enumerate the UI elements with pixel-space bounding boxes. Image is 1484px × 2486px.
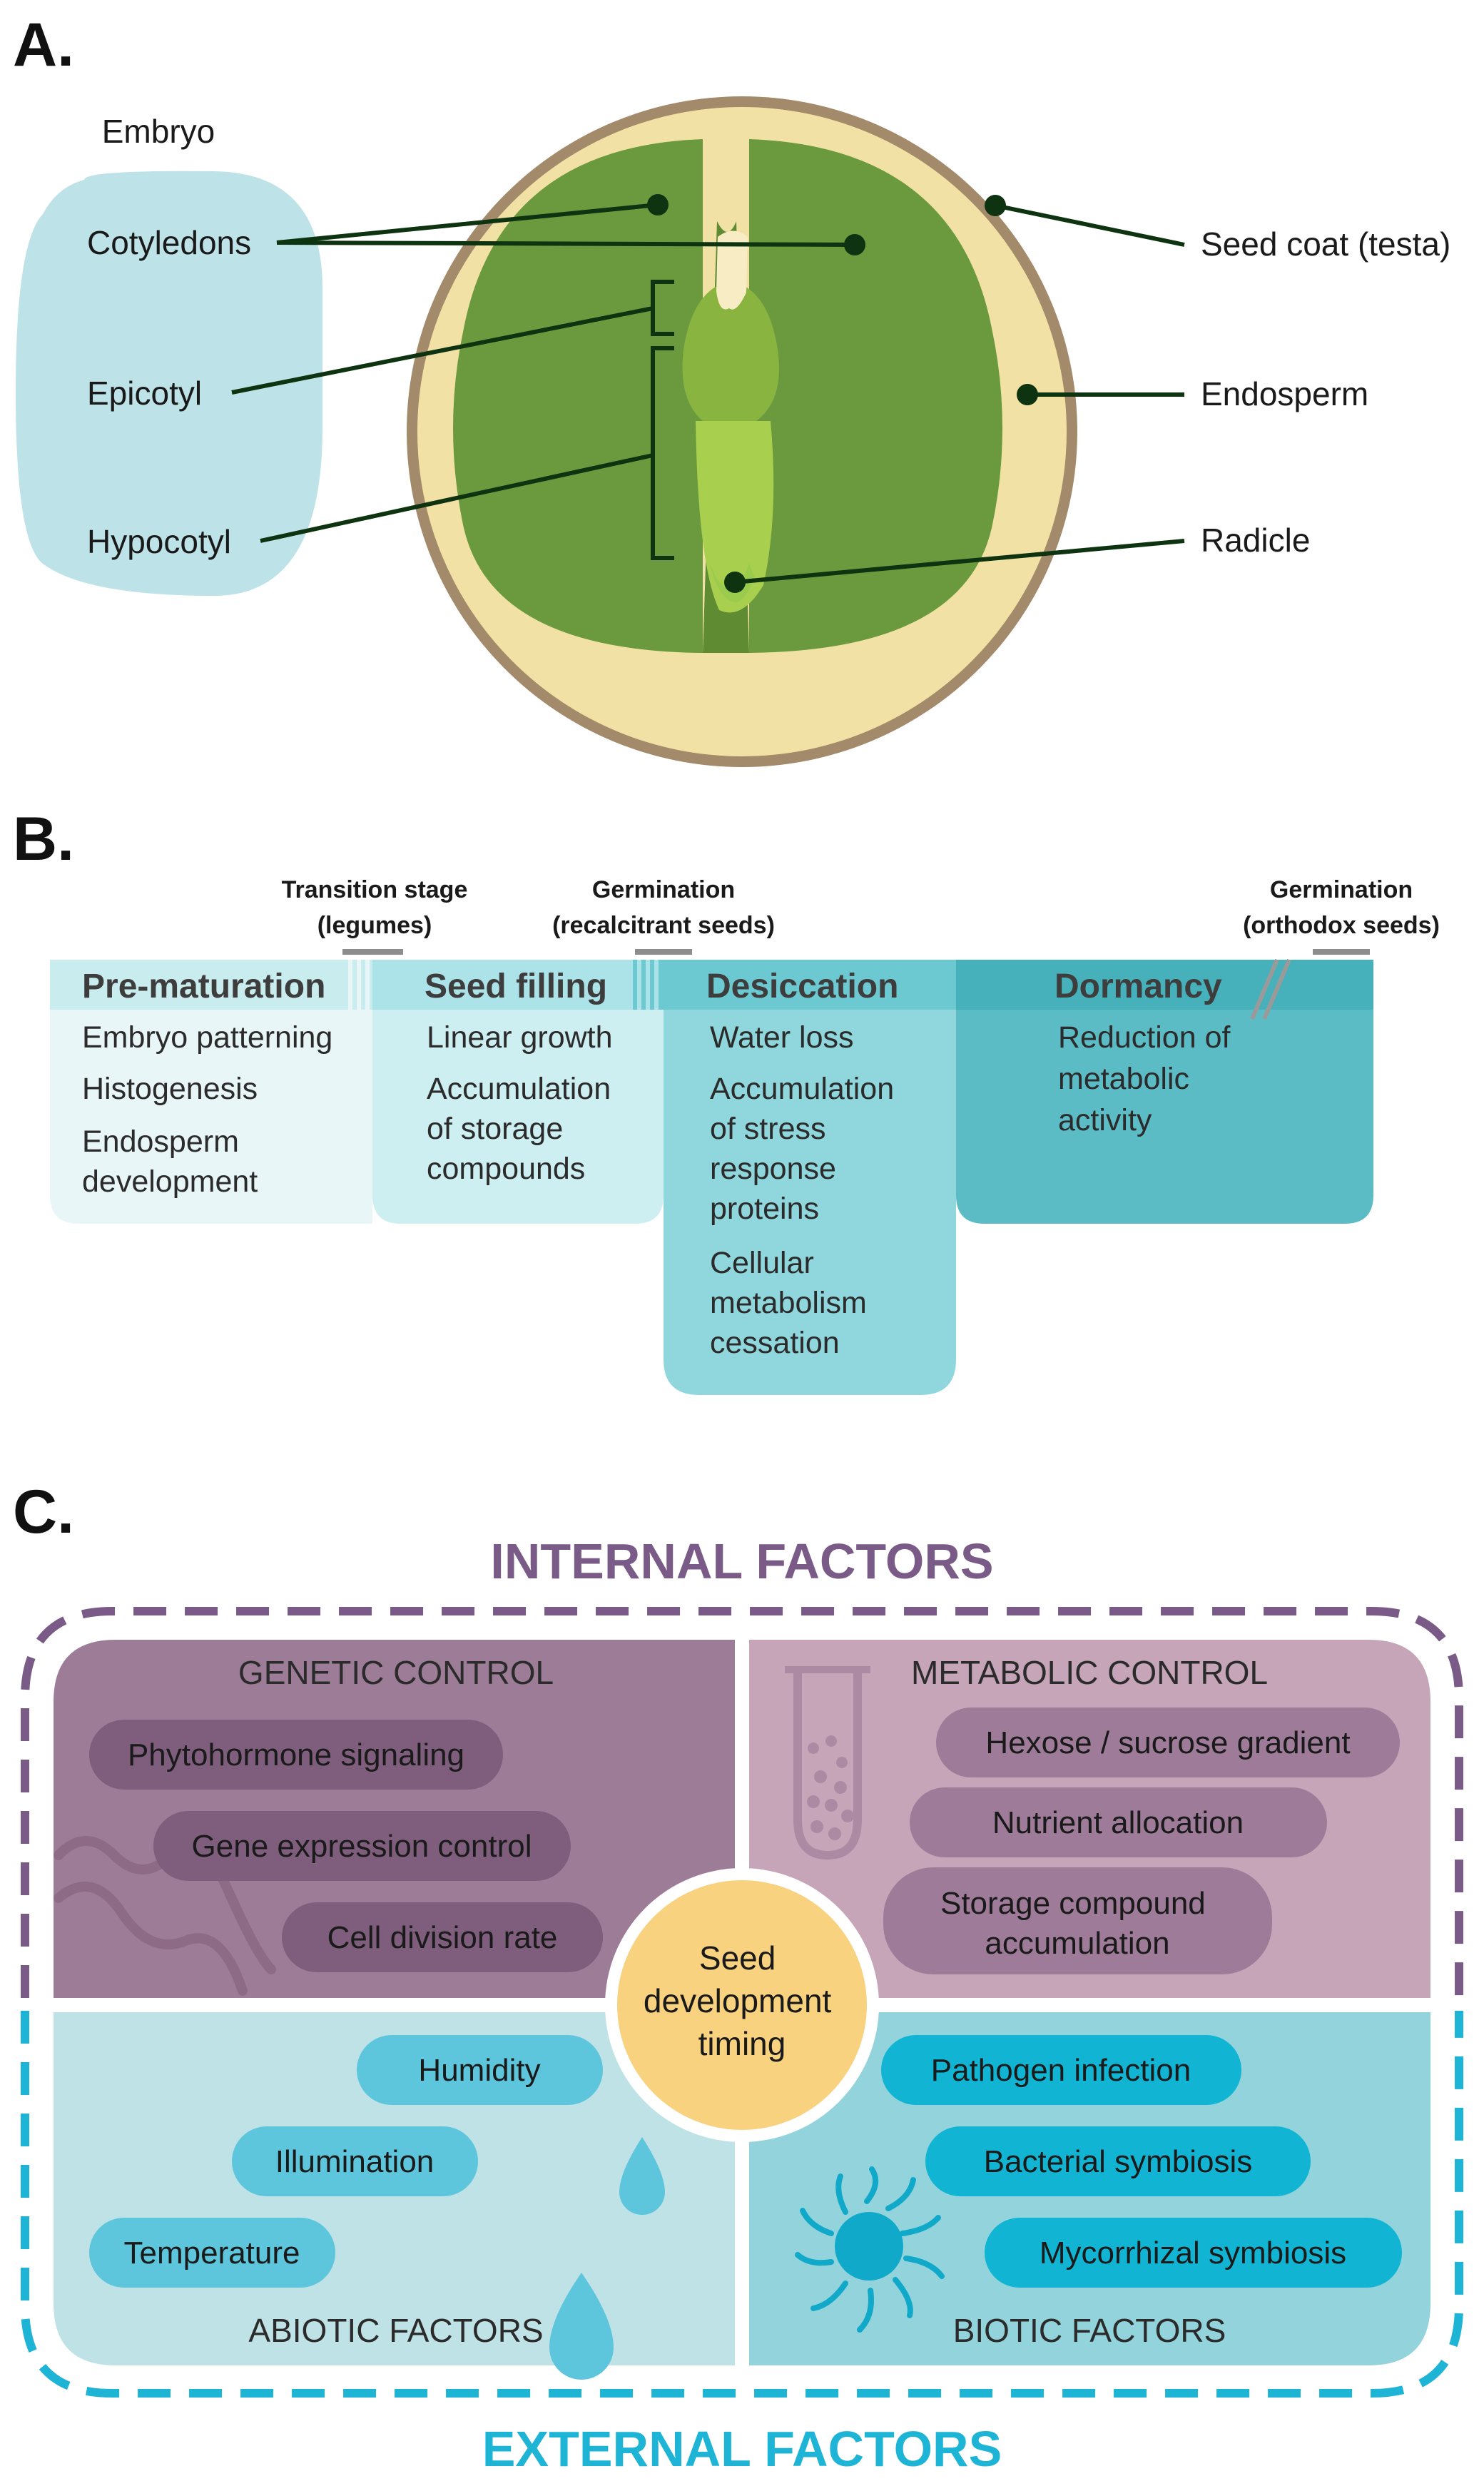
panel-a: A. Embryo	[13, 11, 1450, 767]
desiccation-item-3: Cellular metabolism cessation	[710, 1246, 875, 1360]
desiccation-item-1: Water loss	[710, 1020, 854, 1055]
external-factors-title: EXTERNAL FACTORS	[482, 2421, 1002, 2477]
test-tube-icon	[785, 1666, 870, 1860]
left-cotyledon	[453, 139, 703, 653]
filling-item-1: Linear growth	[427, 1020, 613, 1055]
epicotyl-leader	[231, 306, 654, 395]
cotyledons-label: Cotyledons	[87, 224, 251, 261]
transition-annotation-line1: Transition stage	[282, 876, 468, 903]
premat-item-1: Embryo patterning	[82, 1020, 332, 1055]
cotyledon-dot-b	[844, 234, 865, 255]
orthodox-break-icon	[1250, 958, 1291, 1020]
genetic-pills	[89, 1720, 603, 1972]
panel-b: B. Transition stage (legumes) Germinatio…	[13, 805, 1440, 1395]
transition-annotation-line2: (legumes)	[317, 912, 432, 939]
hypocotyl-label: Hypocotyl	[87, 523, 231, 560]
endosperm-label: Endosperm	[1201, 375, 1368, 412]
desiccation-title: Desiccation	[706, 968, 898, 1005]
abiotic-title: ABIOTIC FACTORS	[248, 2312, 543, 2349]
large-drop-icon	[549, 2273, 614, 2380]
desiccation-item-2: Accumulation of stress response proteins	[710, 1072, 903, 1226]
right-cotyledon	[749, 139, 1002, 653]
external-dashed-frame	[21, 2011, 1463, 2398]
epicotyl-label: Epicotyl	[87, 375, 202, 412]
internal-dashed-frame	[21, 1607, 1463, 1998]
seed-coat-leader	[995, 203, 1185, 247]
recalcitrant-stripes	[633, 960, 664, 1010]
radicle-tip	[710, 564, 755, 602]
genetic-item-1: Phytohormone signaling	[128, 1737, 464, 1772]
hypocotyl-bracket	[651, 346, 674, 560]
cotyledon-leader-b	[276, 240, 855, 247]
filling-item-2: Accumulation of storage compounds	[427, 1072, 619, 1186]
abiotic-pills	[89, 2035, 603, 2288]
panel-b-letter: B.	[13, 805, 74, 873]
center-label: Seed development timing	[644, 1939, 840, 2062]
seed-coat-dot	[985, 195, 1006, 216]
genetic-item-3: Cell division rate	[327, 1920, 558, 1955]
biotic-item-2: Bacterial symbiosis	[984, 2144, 1253, 2179]
premat-item-2: Histogenesis	[82, 1072, 258, 1106]
cotyledon-leader-a	[276, 203, 659, 245]
biotic-item-1: Pathogen infection	[931, 2053, 1191, 2088]
desiccation-body	[664, 960, 956, 1395]
dormancy-body	[956, 960, 1373, 1224]
radicle-leader	[734, 539, 1185, 584]
desiccation-header	[664, 960, 956, 1010]
leader-dots	[647, 194, 1038, 593]
genetic-title: GENETIC CONTROL	[238, 1654, 554, 1691]
leader-lines	[231, 203, 1185, 584]
genetic-item-2: Gene expression control	[192, 1829, 532, 1864]
panel-a-letter: A.	[13, 11, 74, 79]
metabolic-item-2: Nutrient allocation	[992, 1805, 1244, 1840]
premat-title: Pre-maturation	[82, 968, 325, 1005]
premat-header	[50, 960, 350, 1010]
germ-orthodox-line1: Germination	[1270, 876, 1413, 903]
dormancy-title: Dormancy	[1054, 968, 1222, 1005]
premat-item-3: Endosperm development	[82, 1125, 258, 1199]
small-drop-icon	[619, 2137, 665, 2215]
microbe-body	[835, 2212, 903, 2280]
panel-c-letter: C.	[13, 1478, 74, 1546]
panel-c: C. INTERNAL FACTORS EXTERNAL FACTORS	[13, 1478, 1463, 2477]
endosperm-dot	[1017, 384, 1038, 405]
microbe-icon	[795, 2166, 945, 2333]
embryo-title: Embryo	[102, 113, 215, 150]
plumule	[716, 230, 748, 310]
metabolic-title: METABOLIC CONTROL	[911, 1654, 1268, 1691]
dormancy-item-1: Reduction of metabolic activity	[1058, 1020, 1239, 1137]
center-circle	[617, 1880, 867, 2130]
hypocotyl-shape	[696, 421, 774, 613]
epicotyl-bracket	[651, 280, 674, 336]
biotic-pills	[881, 2035, 1402, 2288]
filling-header	[372, 960, 633, 1010]
metabolic-pills	[883, 1708, 1400, 1974]
radicle-dot	[724, 572, 746, 593]
abiotic-item-3: Temperature	[123, 2236, 300, 2271]
germ-orthodox-line2: (orthodox seeds)	[1243, 912, 1440, 939]
epicotyl-shape	[682, 282, 779, 421]
filling-body	[372, 960, 664, 1224]
dormancy-header	[956, 960, 1373, 1010]
germ-recalcitrant-line1: Germination	[592, 876, 735, 903]
internal-factors-title: INTERNAL FACTORS	[490, 1533, 993, 1589]
cotyledon-dot-a	[647, 194, 669, 215]
filling-title: Seed filling	[425, 968, 607, 1005]
premat-body	[50, 960, 372, 1224]
metabolic-item-3: Storage compound accumulation	[940, 1886, 1214, 1961]
biotic-title: BIOTIC FACTORS	[953, 2312, 1226, 2349]
seed-coat-label: Seed coat (testa)	[1201, 225, 1450, 263]
biotic-item-3: Mycorrhizal symbiosis	[1040, 2236, 1346, 2271]
hypocotyl-leader	[260, 453, 654, 543]
embryo-box	[16, 171, 322, 596]
metabolic-item-1: Hexose / sucrose gradient	[985, 1725, 1350, 1760]
germ-recalcitrant-line2: (recalcitrant seeds)	[552, 912, 775, 939]
abiotic-item-1: Humidity	[418, 2053, 540, 2088]
abiotic-item-2: Illumination	[275, 2144, 434, 2179]
radicle-label: Radicle	[1201, 522, 1310, 559]
transition-stripes	[344, 960, 372, 1010]
